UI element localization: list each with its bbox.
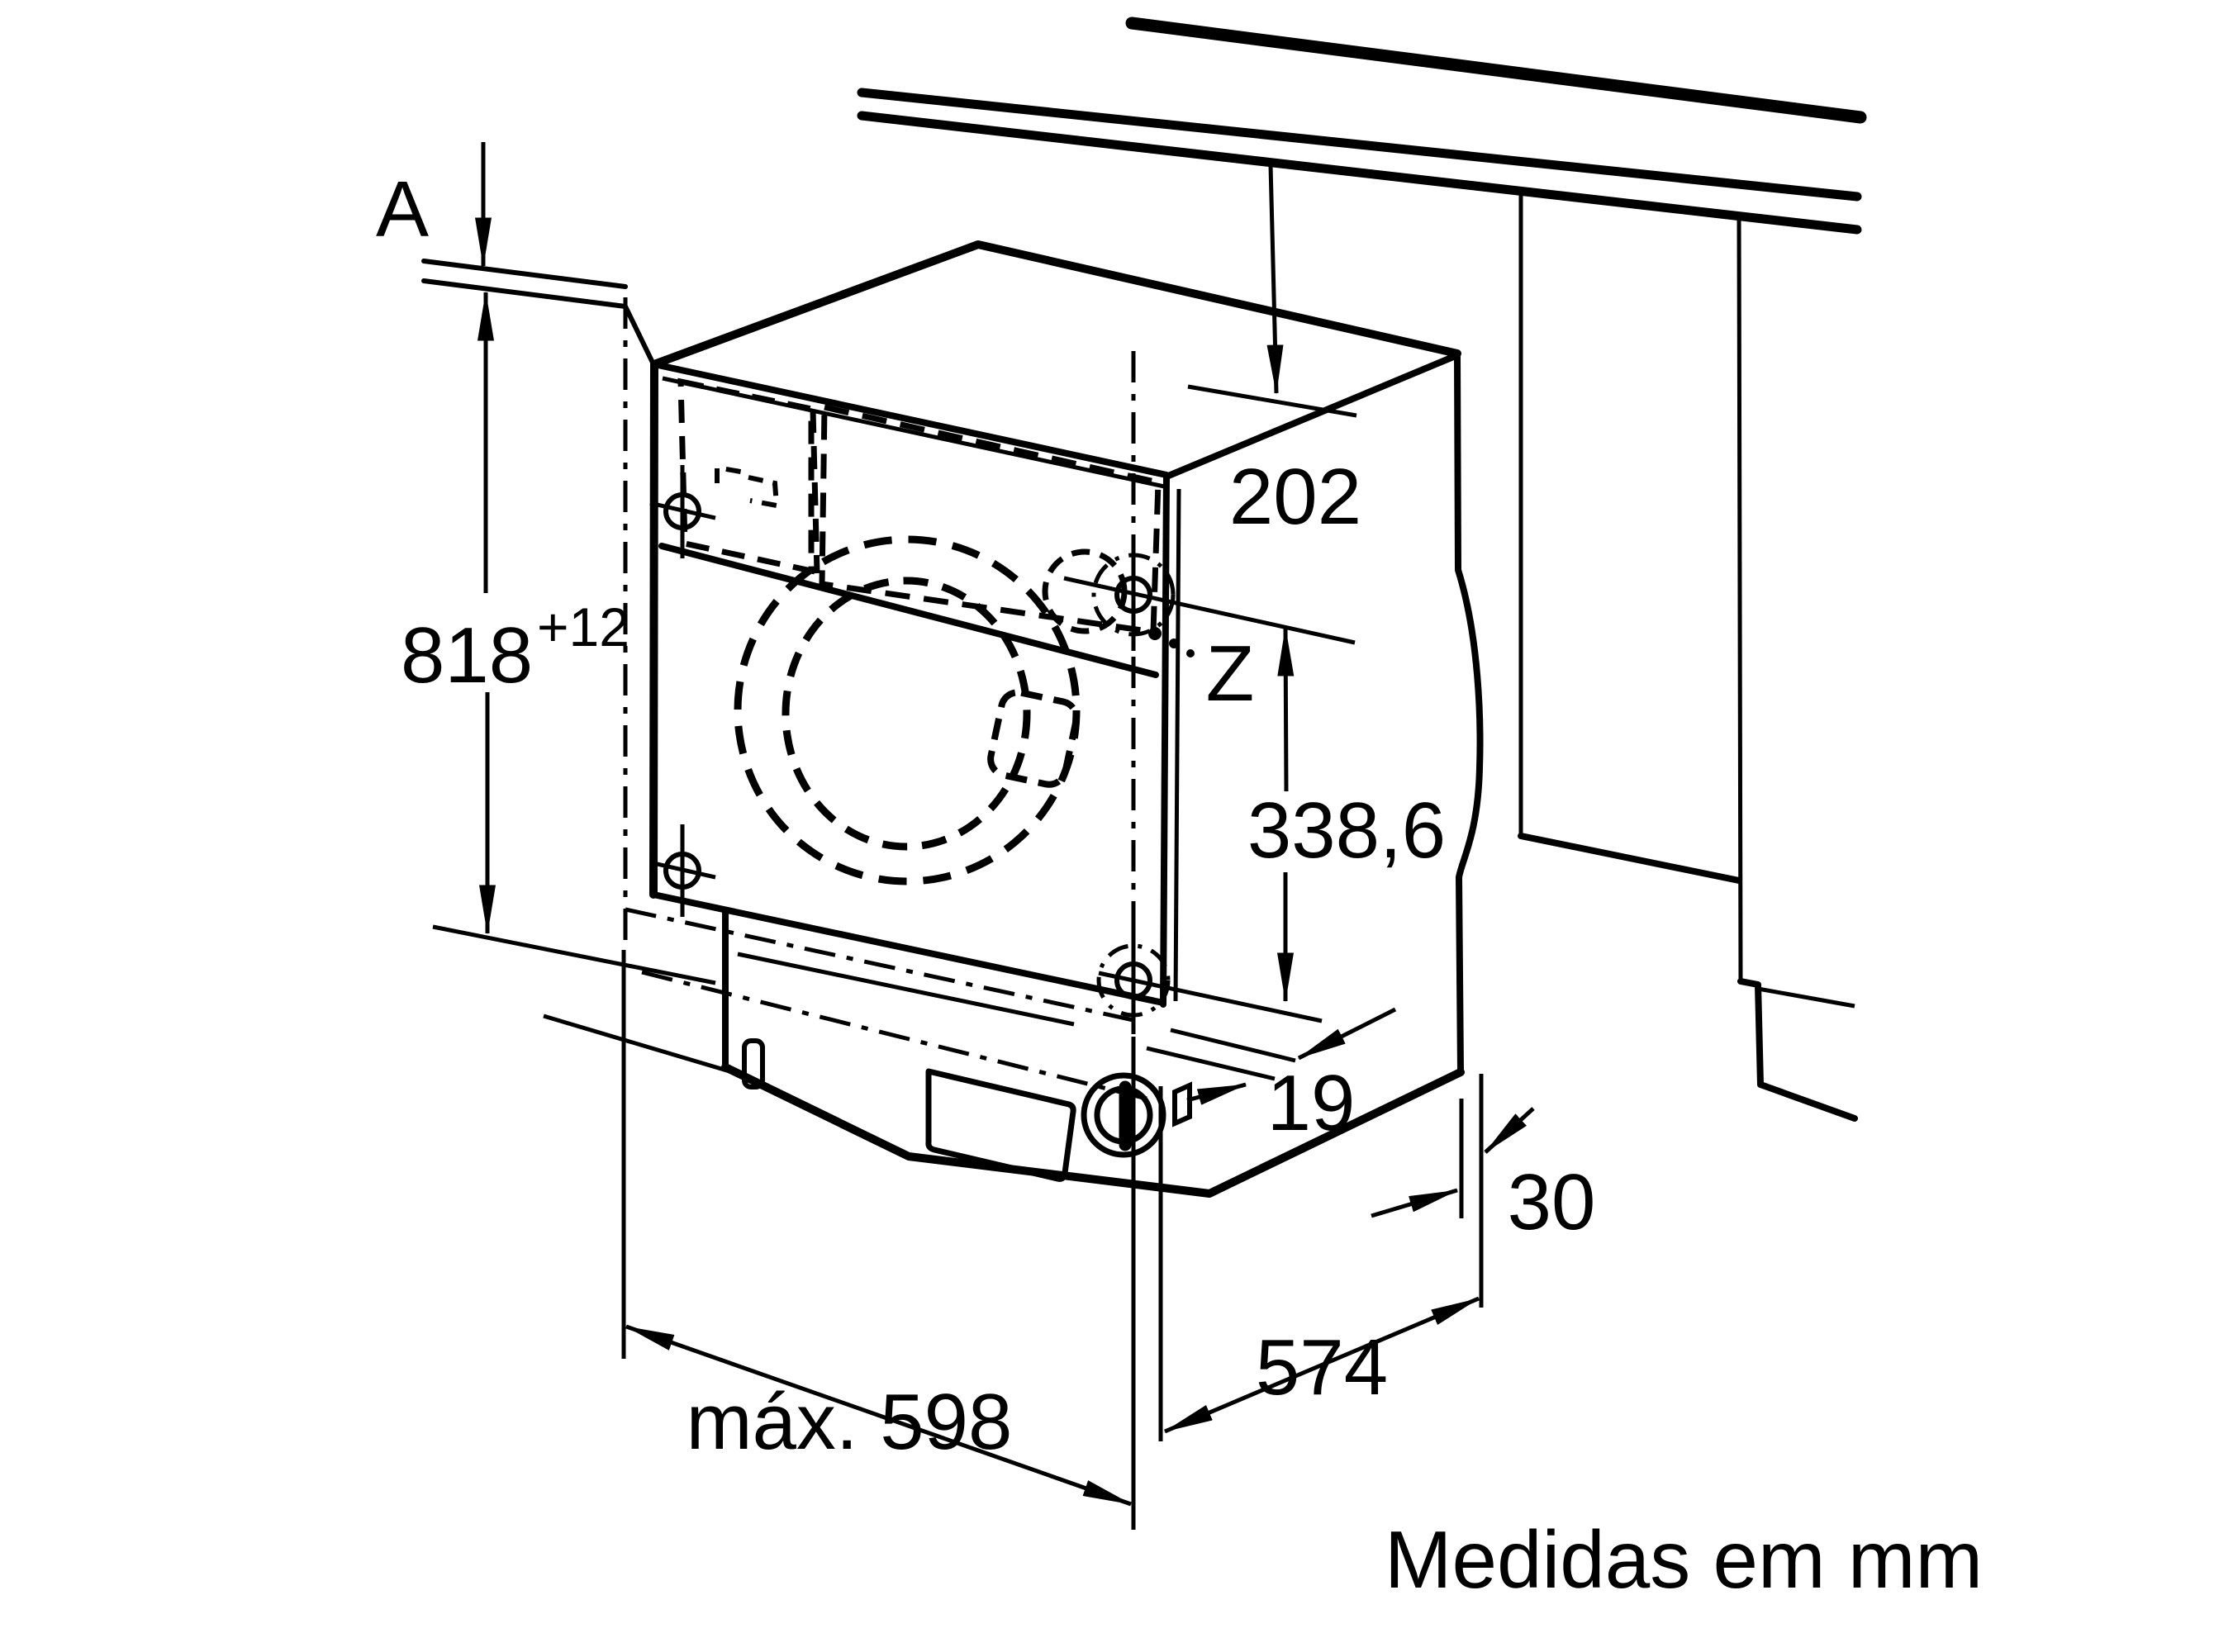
arrow-19-lower [1186,1082,1247,1105]
plinth-slot [742,1038,765,1089]
arrow-19-upper [1297,1007,1397,1061]
panel-divider-dashed [810,409,820,574]
adjacent-cabinet [1518,191,1858,1122]
label-door-gap: 19 [1267,1059,1356,1147]
plinth-details [742,1038,1192,1182]
arrow-202-bottom [1277,626,1295,792]
door-circle-dashed [734,535,1081,885]
worktop-front-edge [857,88,1862,235]
screw-br-axis-circle [1096,943,1171,1018]
z-leader-dots [1148,627,1195,657]
machine-thin-lines [662,376,1181,1027]
z-dot-2 [1169,638,1179,648]
extension-thin-lines [432,384,1484,1530]
arrow-max598 [625,1324,1133,1507]
arrow-30-right [1484,1107,1535,1154]
worktop-strip-left [421,259,656,367]
drum-circle-dashed [782,577,1031,851]
mounting-axis-dashdot [623,297,1157,1104]
detergent-drawer-dashed [677,377,815,575]
door-handle-dashed [987,689,1080,788]
label-niche-height-tolerance: +12 [537,596,630,657]
arrow-30-left [1371,1188,1459,1218]
machine-outline-medium [650,350,1484,1075]
label-worktop-thickness: A [376,165,429,254]
machine-outline-thick [649,240,1465,1198]
label-hinge-point: Z [1206,629,1255,718]
label-unit-note: Medidas em mm [1385,1514,1983,1605]
label-hinge-spacing: 338,6 [1247,786,1446,875]
label-top-clearance: 202 [1229,453,1361,541]
service-flap-opening [925,1068,1076,1182]
cabinet-shelf-and-plinth-step [1518,833,1858,1122]
plinth-knob-outer [1081,1072,1166,1158]
extension-lines [432,384,1484,1530]
washing-machine [623,240,1484,1198]
arrow-202-top [1266,164,1284,395]
dimension-labels: A 818 +12 202 Z 338,6 19 30 574 máx. 598… [376,165,1983,1605]
worktop [421,17,1867,367]
dimension-arrows [475,142,1535,1507]
screw-cross-lines [649,465,1136,1034]
label-width-max: máx. 598 [687,1378,1013,1466]
z-dot-3 [1186,649,1195,657]
arrow-574 [1163,1296,1480,1434]
drain-tab [1172,1081,1192,1127]
worktop-back-edge [1125,17,1867,124]
label-niche-height: 818 [401,611,533,700]
cabinet-vertical-lines [1518,191,1855,1009]
drawer-inner-bracket [715,464,780,509]
z-dot-1 [1148,627,1162,640]
label-depth: 574 [1256,1323,1388,1412]
label-side-gap: 30 [1508,1158,1596,1246]
